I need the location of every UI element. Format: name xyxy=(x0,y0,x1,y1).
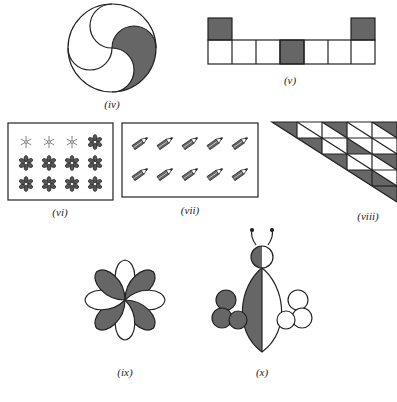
figure-label: (v) xyxy=(284,74,296,86)
figure-label: (iv) xyxy=(104,98,119,110)
insect-figure xyxy=(212,229,312,353)
figure-label: (vii) xyxy=(181,204,199,216)
figure-label: (viii) xyxy=(357,210,378,222)
square-strip xyxy=(208,18,375,64)
figure-label: (x) xyxy=(256,366,268,378)
divided-circle xyxy=(68,4,156,92)
flower-set xyxy=(8,123,113,200)
pencil-set xyxy=(122,123,258,197)
petal-flower xyxy=(85,260,165,340)
figure-label: (vi) xyxy=(52,206,67,218)
triangle-grid xyxy=(272,122,397,202)
figure-label: (ix) xyxy=(117,366,132,378)
